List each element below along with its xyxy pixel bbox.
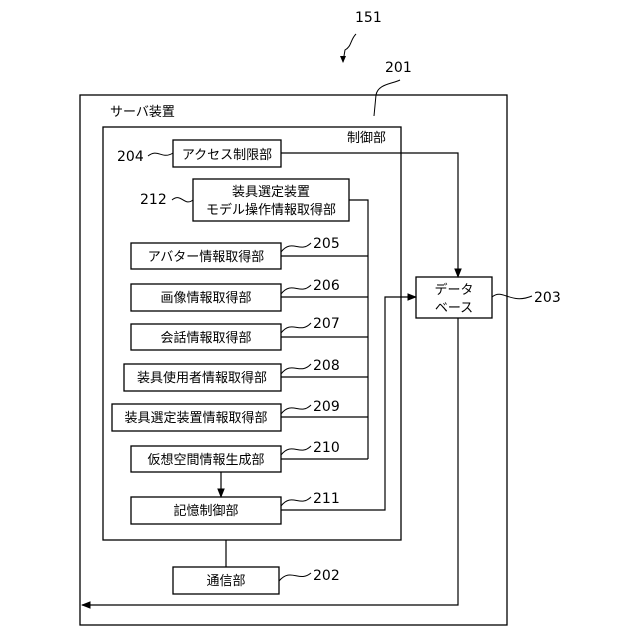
server-ref-label: 201	[385, 60, 412, 76]
communication-block: 通信部 202	[173, 567, 340, 594]
module-label-line1: 装具選定装置	[232, 185, 310, 200]
module-label: 画像情報取得部	[160, 290, 251, 306]
wire-module-bus	[349, 200, 368, 459]
database-ref-label: 203	[534, 290, 561, 306]
figure-ref-arrowhead	[340, 56, 346, 63]
module-storage: 記憶制御部 211	[131, 491, 340, 524]
module-ref-leader	[281, 364, 311, 374]
module-label: 記憶制御部	[173, 503, 238, 519]
wire-storage-to-database	[281, 297, 416, 510]
server-ref-leader	[374, 80, 400, 116]
module-ref-label: 208	[313, 358, 340, 374]
module-label-line2: モデル操作情報取得部	[206, 202, 336, 218]
module-ref-leader	[281, 405, 311, 414]
module-ref-leader	[281, 323, 311, 333]
module-ref-leader	[281, 497, 311, 506]
module-image: 画像情報取得部 206	[131, 278, 340, 311]
module-label: 装具使用者情報取得部	[137, 370, 267, 386]
module-ref-label: 205	[313, 236, 340, 252]
database-label-line1: データ	[434, 282, 473, 298]
server-title: サーバ装置	[110, 105, 175, 120]
module-ref-label: 204	[117, 149, 144, 165]
module-avatar: アバター情報取得部 205	[131, 236, 340, 269]
module-ref-leader	[172, 198, 193, 202]
database-label-line2: ベース	[435, 301, 473, 316]
database-ref-leader	[492, 294, 532, 298]
module-ref-label: 207	[313, 316, 340, 332]
module-equip-device: 装具選定装置情報取得部 209	[112, 399, 340, 431]
module-label: 会話情報取得部	[160, 330, 251, 346]
module-ref-label: 209	[313, 399, 340, 415]
module-ref-leader	[281, 446, 311, 455]
module-access: アクセス制限部 204	[117, 140, 281, 167]
module-label: 仮想空間情報生成部	[147, 452, 264, 468]
module-ref-label: 211	[313, 491, 340, 507]
module-equip-user: 装具使用者情報取得部 208	[124, 358, 340, 391]
module-ref-label: 206	[313, 278, 340, 294]
module-conversation: 会話情報取得部 207	[131, 316, 340, 350]
control-unit-title: 制御部	[347, 131, 386, 146]
module-ref-leader	[281, 285, 311, 294]
module-equip-model: 装具選定装置 モデル操作情報取得部 212	[140, 179, 349, 221]
server-frame	[80, 95, 507, 625]
communication-ref-label: 202	[313, 568, 340, 584]
communication-ref-leader	[279, 573, 311, 581]
module-ref-leader	[148, 153, 173, 156]
module-virtual-space: 仮想空間情報生成部 210	[131, 440, 340, 472]
figure-ref-label: 151	[355, 10, 382, 26]
module-ref-label: 212	[140, 192, 167, 208]
module-ref-label: 210	[313, 440, 340, 456]
module-label: 装具選定装置情報取得部	[124, 410, 267, 426]
communication-label: 通信部	[206, 574, 245, 589]
module-ref-leader	[281, 243, 311, 252]
database-block: データ ベース 203	[416, 277, 561, 318]
module-label: アクセス制限部	[182, 148, 272, 163]
module-label: アバター情報取得部	[148, 249, 264, 265]
